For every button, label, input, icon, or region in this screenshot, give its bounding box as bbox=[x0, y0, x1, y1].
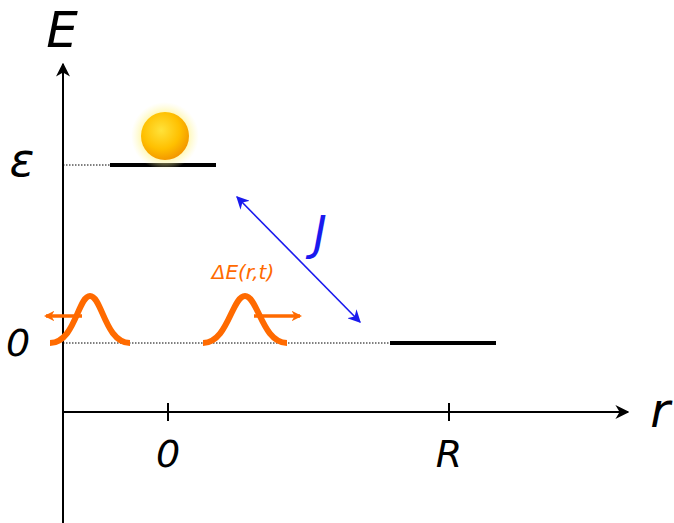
fluctuation-peak bbox=[203, 296, 287, 343]
tick bbox=[448, 403, 450, 421]
fluctuation-label: ΔE(r,t) bbox=[212, 262, 275, 282]
axis-label: E bbox=[46, 5, 78, 55]
coupling-label: J bbox=[313, 210, 327, 256]
tick bbox=[167, 403, 169, 421]
level-label: 0 bbox=[6, 324, 30, 362]
tick-label: 0 bbox=[156, 435, 180, 473]
fluctuation-peak bbox=[50, 296, 130, 343]
energy-axis bbox=[62, 64, 64, 523]
axis-label: r bbox=[650, 386, 670, 434]
fluctuation-arrow bbox=[254, 314, 300, 318]
excitation bbox=[141, 112, 189, 160]
guide-line bbox=[63, 343, 390, 344]
guide-line bbox=[63, 165, 110, 166]
level-label: ε bbox=[10, 137, 35, 183]
tick-label: R bbox=[436, 435, 462, 473]
excitation-glow bbox=[131, 102, 199, 170]
energy-level bbox=[390, 341, 496, 345]
position-axis bbox=[63, 411, 628, 413]
fluctuation-arrow bbox=[46, 314, 82, 318]
